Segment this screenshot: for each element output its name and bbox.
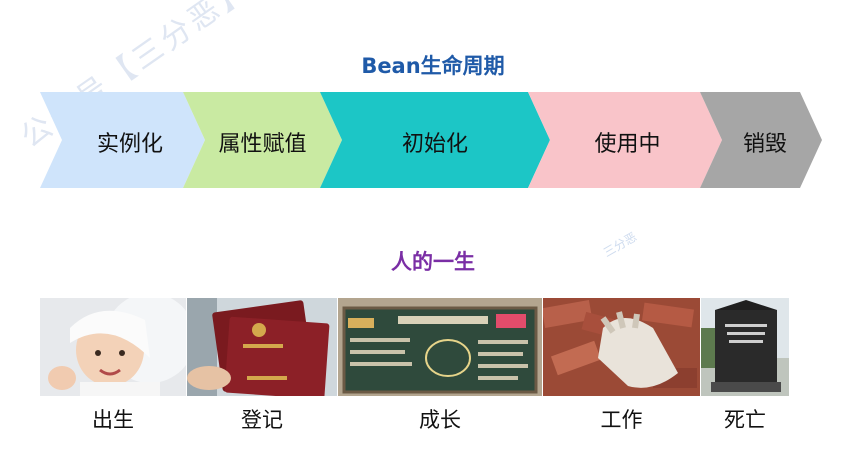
gravestone-photo: [701, 298, 789, 396]
stage-arrow-in-use: [528, 92, 722, 188]
life-label-work: 工作: [600, 408, 643, 432]
lifecycle-chevrons: [40, 92, 822, 188]
blackboard-photo: [338, 298, 542, 396]
bean-lifecycle-title: Bean生命周期: [361, 54, 505, 78]
human-life-title: 人的一生: [391, 250, 475, 274]
stage-label-populate: 属性赋值: [218, 132, 307, 157]
stage-arrow-destroy: [700, 92, 822, 188]
life-label-birth: 出生: [92, 408, 134, 432]
life-label-death: 死亡: [724, 408, 766, 432]
baby-photo: [40, 298, 186, 396]
stage-label-initialize: 初始化: [401, 132, 468, 157]
work-glove-bricks-photo: [543, 298, 700, 396]
life-label-grow: 成长: [419, 408, 461, 432]
stage-arrow-populate: [183, 92, 342, 188]
stage-label-destroy: 销毁: [742, 132, 787, 157]
stage-arrow-instantiate: [40, 92, 205, 188]
stage-arrow-initialize: [320, 92, 550, 188]
household-register-photo: [187, 298, 337, 396]
life-label-register: 登记: [241, 408, 283, 432]
stage-label-instantiate: 实例化: [96, 132, 163, 157]
stage-label-in-use: 使用中: [594, 132, 661, 157]
